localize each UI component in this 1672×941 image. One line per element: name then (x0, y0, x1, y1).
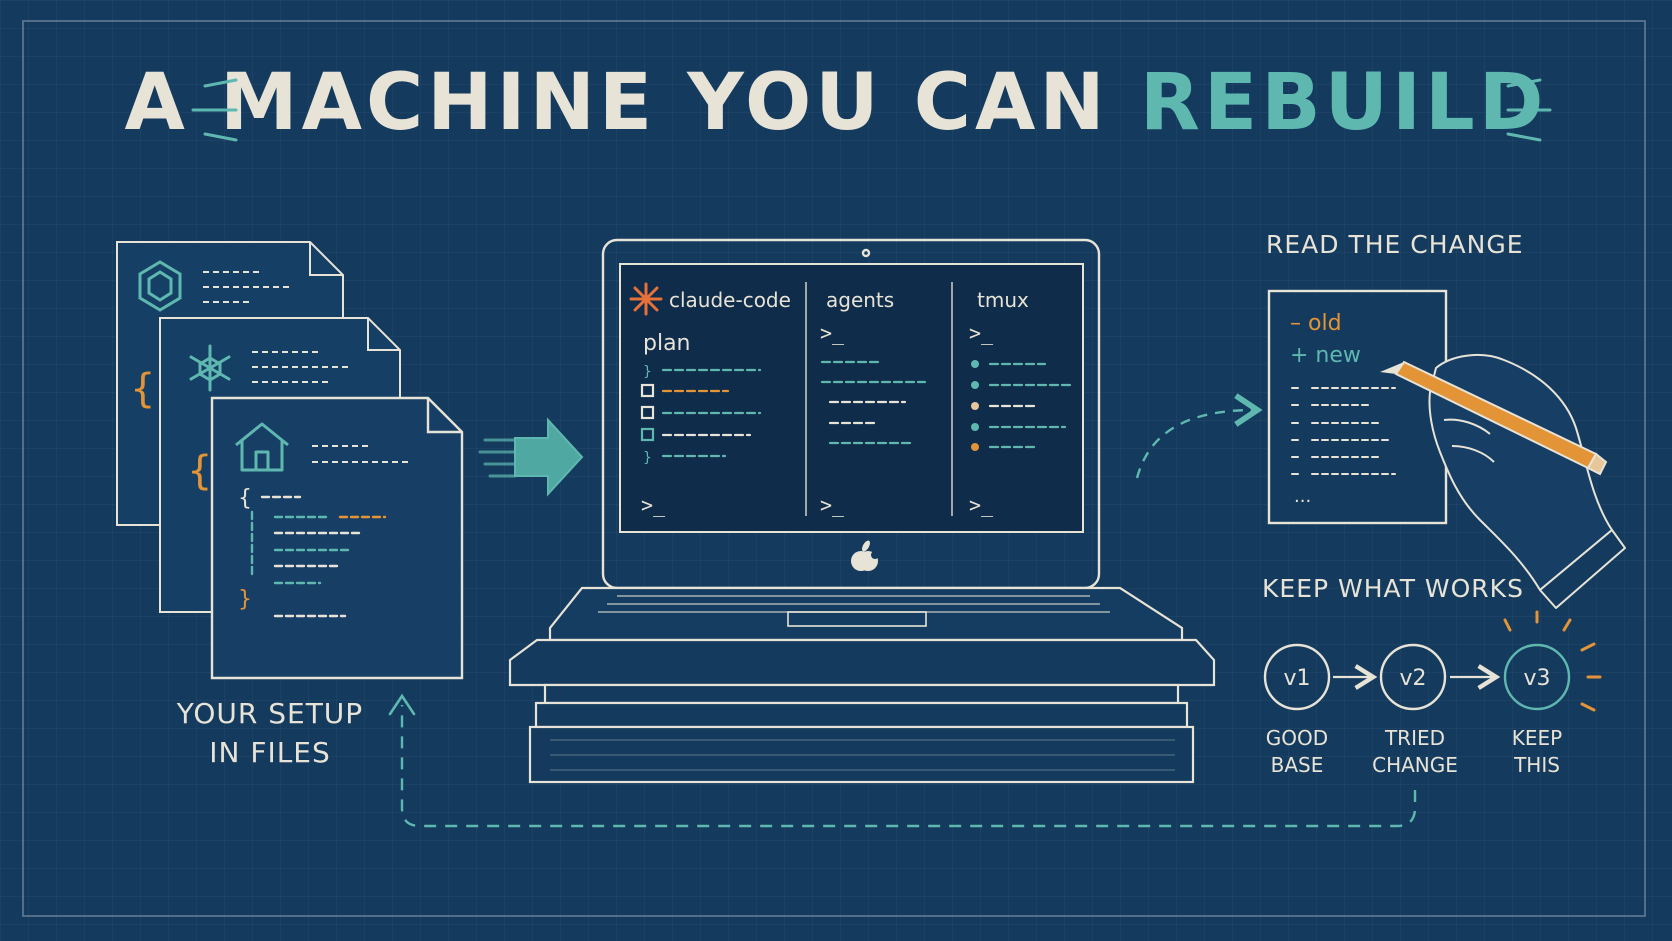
snowflake-icon (189, 344, 231, 392)
v3-label-line1: KEEP (1512, 726, 1562, 750)
plan-label: plan (643, 331, 691, 356)
version-v1-circle (1263, 643, 1331, 711)
pane-header-tmux: tmux (977, 288, 1029, 312)
diff-removed: – old (1290, 311, 1342, 336)
hexagon-icon (138, 260, 182, 312)
pedestal (508, 638, 1216, 784)
svg-text:}: } (643, 364, 652, 380)
version-v3: v3 (1523, 666, 1550, 691)
svg-text:}: } (238, 587, 252, 612)
tmux-session-list (971, 360, 1074, 451)
v1-label-line1: GOOD (1266, 726, 1328, 750)
svg-text:{: { (238, 486, 252, 511)
pencil-icon (1380, 360, 1608, 476)
brace-icon: { (130, 366, 155, 412)
page-title: A MACHINE YOU CAN REBUILD (0, 58, 1672, 148)
prompt-claude: >_ (641, 493, 666, 517)
v2-label-line2: CHANGE (1372, 753, 1458, 777)
prompt-tmux-top: >_ (969, 321, 994, 345)
pane-header-claude-code: claude-code (669, 288, 791, 312)
trackpad (787, 611, 927, 627)
files-caption: YOUR SETUP IN FILES (170, 697, 370, 769)
version-v2-circle (1379, 643, 1447, 711)
v3-label-line2: THIS (1513, 753, 1560, 777)
diff-heading: READ THE CHANGE (1266, 230, 1524, 259)
claude-star-icon (629, 282, 663, 316)
title-accent: REBUILD (1139, 58, 1548, 148)
laptop-to-diff-arrow (1135, 393, 1263, 479)
title-main: A MACHINE YOU CAN (124, 58, 1109, 148)
apple-logo-icon (851, 540, 879, 571)
diff-paper (1267, 289, 1448, 525)
diff-ellipsis: ... (1294, 486, 1311, 507)
prompt-agents-top: >_ (820, 321, 845, 345)
svg-text:}: } (643, 450, 652, 466)
diff-added: + new (1290, 343, 1361, 368)
pane-header-agents: agents (826, 288, 894, 312)
border-frame (22, 20, 1646, 917)
prompt-tmux: >_ (969, 493, 994, 517)
brace-icon-2: { (187, 448, 212, 494)
v1-label-line2: BASE (1271, 753, 1324, 777)
config-file-front (210, 396, 464, 680)
v2-label-line1: TRIED (1384, 726, 1445, 750)
title-right-ticks (1506, 78, 1552, 142)
files-to-laptop-arrow (478, 417, 584, 497)
prompt-agents: >_ (820, 493, 845, 517)
version-v3-circle (1503, 643, 1571, 711)
home-icon (235, 422, 289, 472)
files-caption-line1: YOUR SETUP (176, 697, 364, 730)
feedback-loop-arrow (400, 705, 1417, 828)
version-v1: v1 (1283, 666, 1310, 691)
version-circles (1263, 643, 1571, 711)
v3-highlight-rays (1503, 610, 1602, 712)
versions-heading: KEEP WHAT WORKS (1262, 574, 1524, 603)
version-v2: v2 (1399, 666, 1426, 691)
plan-checklist: } } (640, 364, 762, 466)
terminal-screen (619, 263, 1084, 533)
title-left-ticks (191, 78, 238, 142)
files-caption-line2: IN FILES (209, 736, 331, 769)
